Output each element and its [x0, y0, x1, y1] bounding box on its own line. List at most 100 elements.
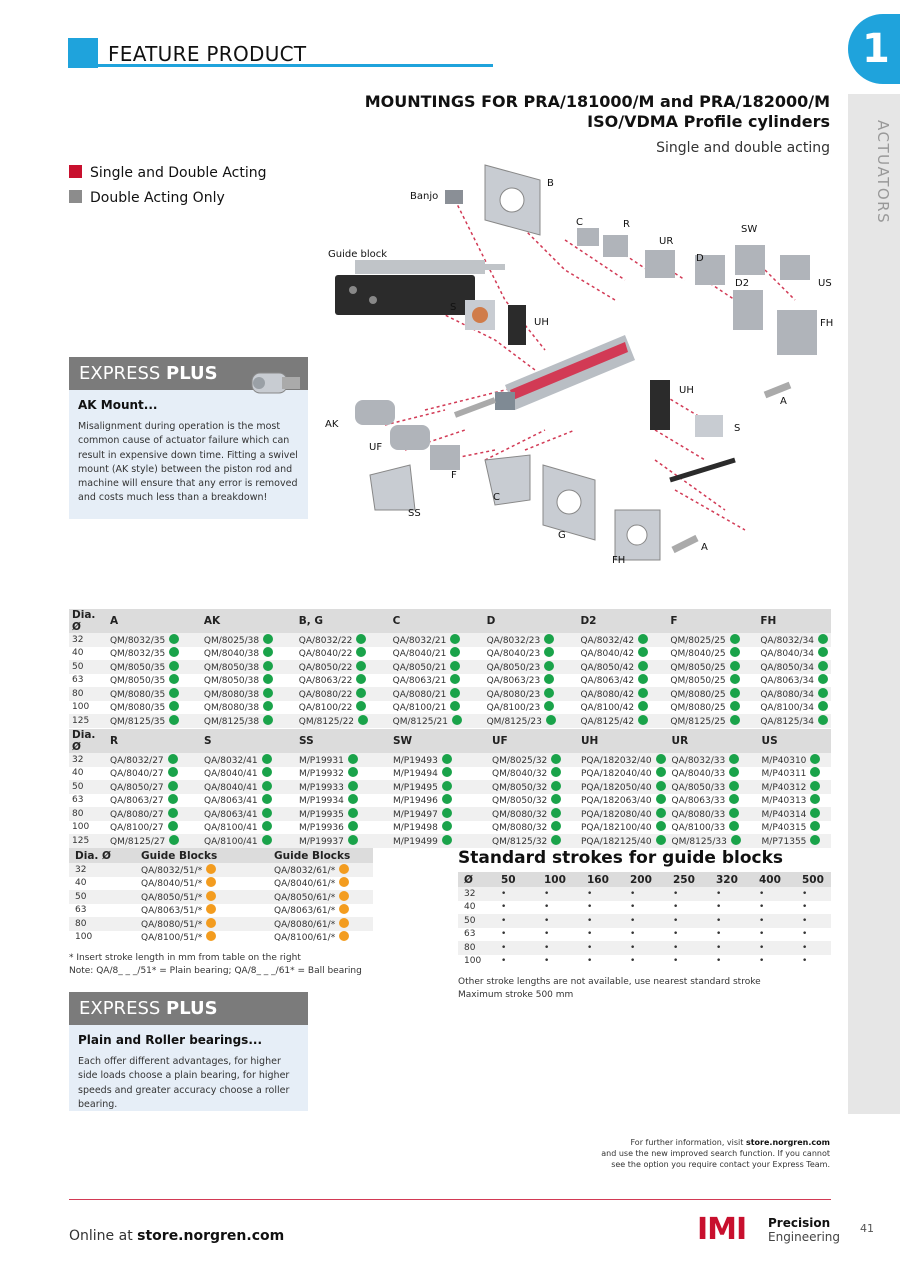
availability-dot-icon — [551, 794, 562, 805]
cell-text: QA/8050/33 — [671, 782, 726, 793]
part-cell: • — [581, 955, 624, 969]
availability-dot-icon — [729, 674, 740, 685]
availability-dot-icon — [544, 647, 555, 658]
availability-dot-icon — [551, 767, 562, 778]
cell-text: 100 — [464, 956, 482, 967]
availability-dot-icon — [729, 794, 740, 805]
express-heading-a: EXPRESS — [79, 363, 167, 384]
part-cell: QM/8080/35 — [107, 701, 201, 715]
cell-text: M/P19935 — [299, 809, 344, 820]
part-cell: QA/8050/34 — [757, 660, 831, 674]
cell-text: 80 — [464, 942, 476, 953]
express-plus-subheading: Plain and Roller bearings... — [78, 1033, 263, 1047]
cell-text: QM/8125/33 — [671, 836, 727, 847]
express-plus-bearings-box: EXPRESS PLUS Plain and Roller bearings..… — [69, 992, 308, 1111]
availability-dot-icon — [818, 687, 828, 698]
part-cell: QA/8100/61/* — [268, 931, 373, 945]
cell-text: QA/8050/23 — [486, 662, 541, 673]
table-row: 40•••••••• — [458, 901, 831, 915]
availability-dot-icon — [261, 780, 272, 791]
column-header: AK — [200, 609, 296, 633]
column-header: UR — [668, 729, 759, 753]
cell-text: QM/8080/38 — [203, 703, 260, 714]
diameter-cell: 40 — [69, 877, 135, 891]
part-cell: QA/8050/21 — [389, 660, 484, 674]
cell-text: PQA/182125/40 — [581, 836, 652, 847]
store-link[interactable]: store.norgren.com — [745, 1138, 830, 1147]
cell-text: • — [544, 902, 550, 913]
part-cell: • — [495, 955, 538, 969]
part-cell: QA/8100/21 — [390, 701, 484, 715]
express-heading-b: PLUS — [166, 998, 218, 1019]
cell-text: QA/8100/27 — [110, 823, 164, 834]
label-f: F — [451, 470, 457, 481]
part-cell: QM/8050/25 — [667, 660, 758, 674]
availability-dot-icon — [261, 794, 272, 805]
column-header: 250 — [667, 872, 710, 887]
cell-text: M/P40312 — [761, 782, 807, 793]
cell-text: 80 — [72, 808, 84, 819]
diameter-cell: 80 — [69, 917, 135, 931]
availability-dot-icon — [450, 633, 461, 644]
cell-text: QA/8032/27 — [110, 755, 164, 766]
ak-mount-icon — [251, 372, 300, 394]
part-cell: QA/8080/34 — [757, 687, 831, 701]
availability-dot-icon — [729, 687, 740, 698]
cell-text: QM/8050/35 — [109, 662, 166, 673]
main-title-line2: ISO/VDMA Profile cylinders — [587, 112, 830, 131]
part-cell: M/P40314 — [758, 807, 831, 821]
column-header: R — [107, 729, 201, 753]
label-a-bottom: A — [701, 542, 708, 553]
cell-text: • — [587, 888, 593, 899]
label-guide-block: Guide block — [328, 249, 388, 260]
cell-text: QA/8100/34 — [760, 703, 814, 714]
part-cell: • — [667, 955, 710, 969]
cell-text: M/P19934 — [299, 796, 344, 807]
part-cell: • — [538, 928, 581, 942]
part-cell: QM/8125/22 — [295, 714, 390, 728]
availability-dot-icon — [638, 714, 649, 725]
cell-text: QA/8100/41 — [204, 836, 258, 847]
diagram-graphic — [335, 164, 817, 561]
label-banjo: Banjo — [410, 191, 439, 202]
part-cell: M/P71355 — [758, 834, 831, 848]
part-cell: QA/8032/51/* — [135, 863, 268, 877]
label-s-mid: S — [734, 423, 741, 434]
express-plus-ak-box: EXPRESS PLUS AK Mount... Misalignment du… — [69, 357, 308, 519]
part-cell: QM/8080/38 — [200, 687, 296, 701]
cell-text: • — [673, 929, 679, 940]
part-cell: QA/8063/42 — [577, 674, 667, 688]
label-sw: SW — [741, 224, 758, 235]
availability-dot-icon — [167, 821, 178, 832]
availability-dot-icon — [339, 890, 350, 901]
availability-dot-icon — [206, 917, 217, 928]
part-cell: QA/8100/41 — [201, 834, 296, 848]
part-cell: QA/8125/34 — [757, 714, 831, 728]
page-number: 41 — [860, 1222, 874, 1235]
cell-text: QA/8063/34 — [760, 676, 814, 687]
footer-info-line1: For further information, visit store.nor… — [601, 1137, 830, 1148]
availability-dot-icon — [169, 660, 180, 671]
part-cell: • — [796, 887, 831, 901]
availability-dot-icon — [441, 794, 452, 805]
diameter-cell: 63 — [69, 674, 107, 688]
availability-dot-icon — [729, 807, 740, 818]
availability-dot-icon — [551, 807, 562, 818]
footer-store-link[interactable]: store.norgren.com — [137, 1228, 285, 1244]
cell-text: 50 — [72, 781, 84, 792]
cell-text: QA/8080/27 — [110, 809, 164, 820]
cell-text: QA/8080/42 — [580, 689, 635, 700]
cell-text: 63 — [72, 795, 84, 806]
part-cell: QA/8050/51/* — [135, 890, 268, 904]
availability-dot-icon — [169, 701, 180, 712]
cell-text: • — [673, 956, 679, 967]
cell-text: QA/8050/27 — [110, 782, 164, 793]
cell-text: QA/8063/21 — [392, 676, 447, 687]
diameter-cell: 32 — [69, 863, 135, 877]
footer-info-line3: see the option you require contact your … — [611, 1160, 830, 1169]
part-cell: M/P19937 — [296, 834, 390, 848]
strokes-table: Ø 50 100 160 200 250 320 400 500 32•••••… — [458, 872, 831, 968]
